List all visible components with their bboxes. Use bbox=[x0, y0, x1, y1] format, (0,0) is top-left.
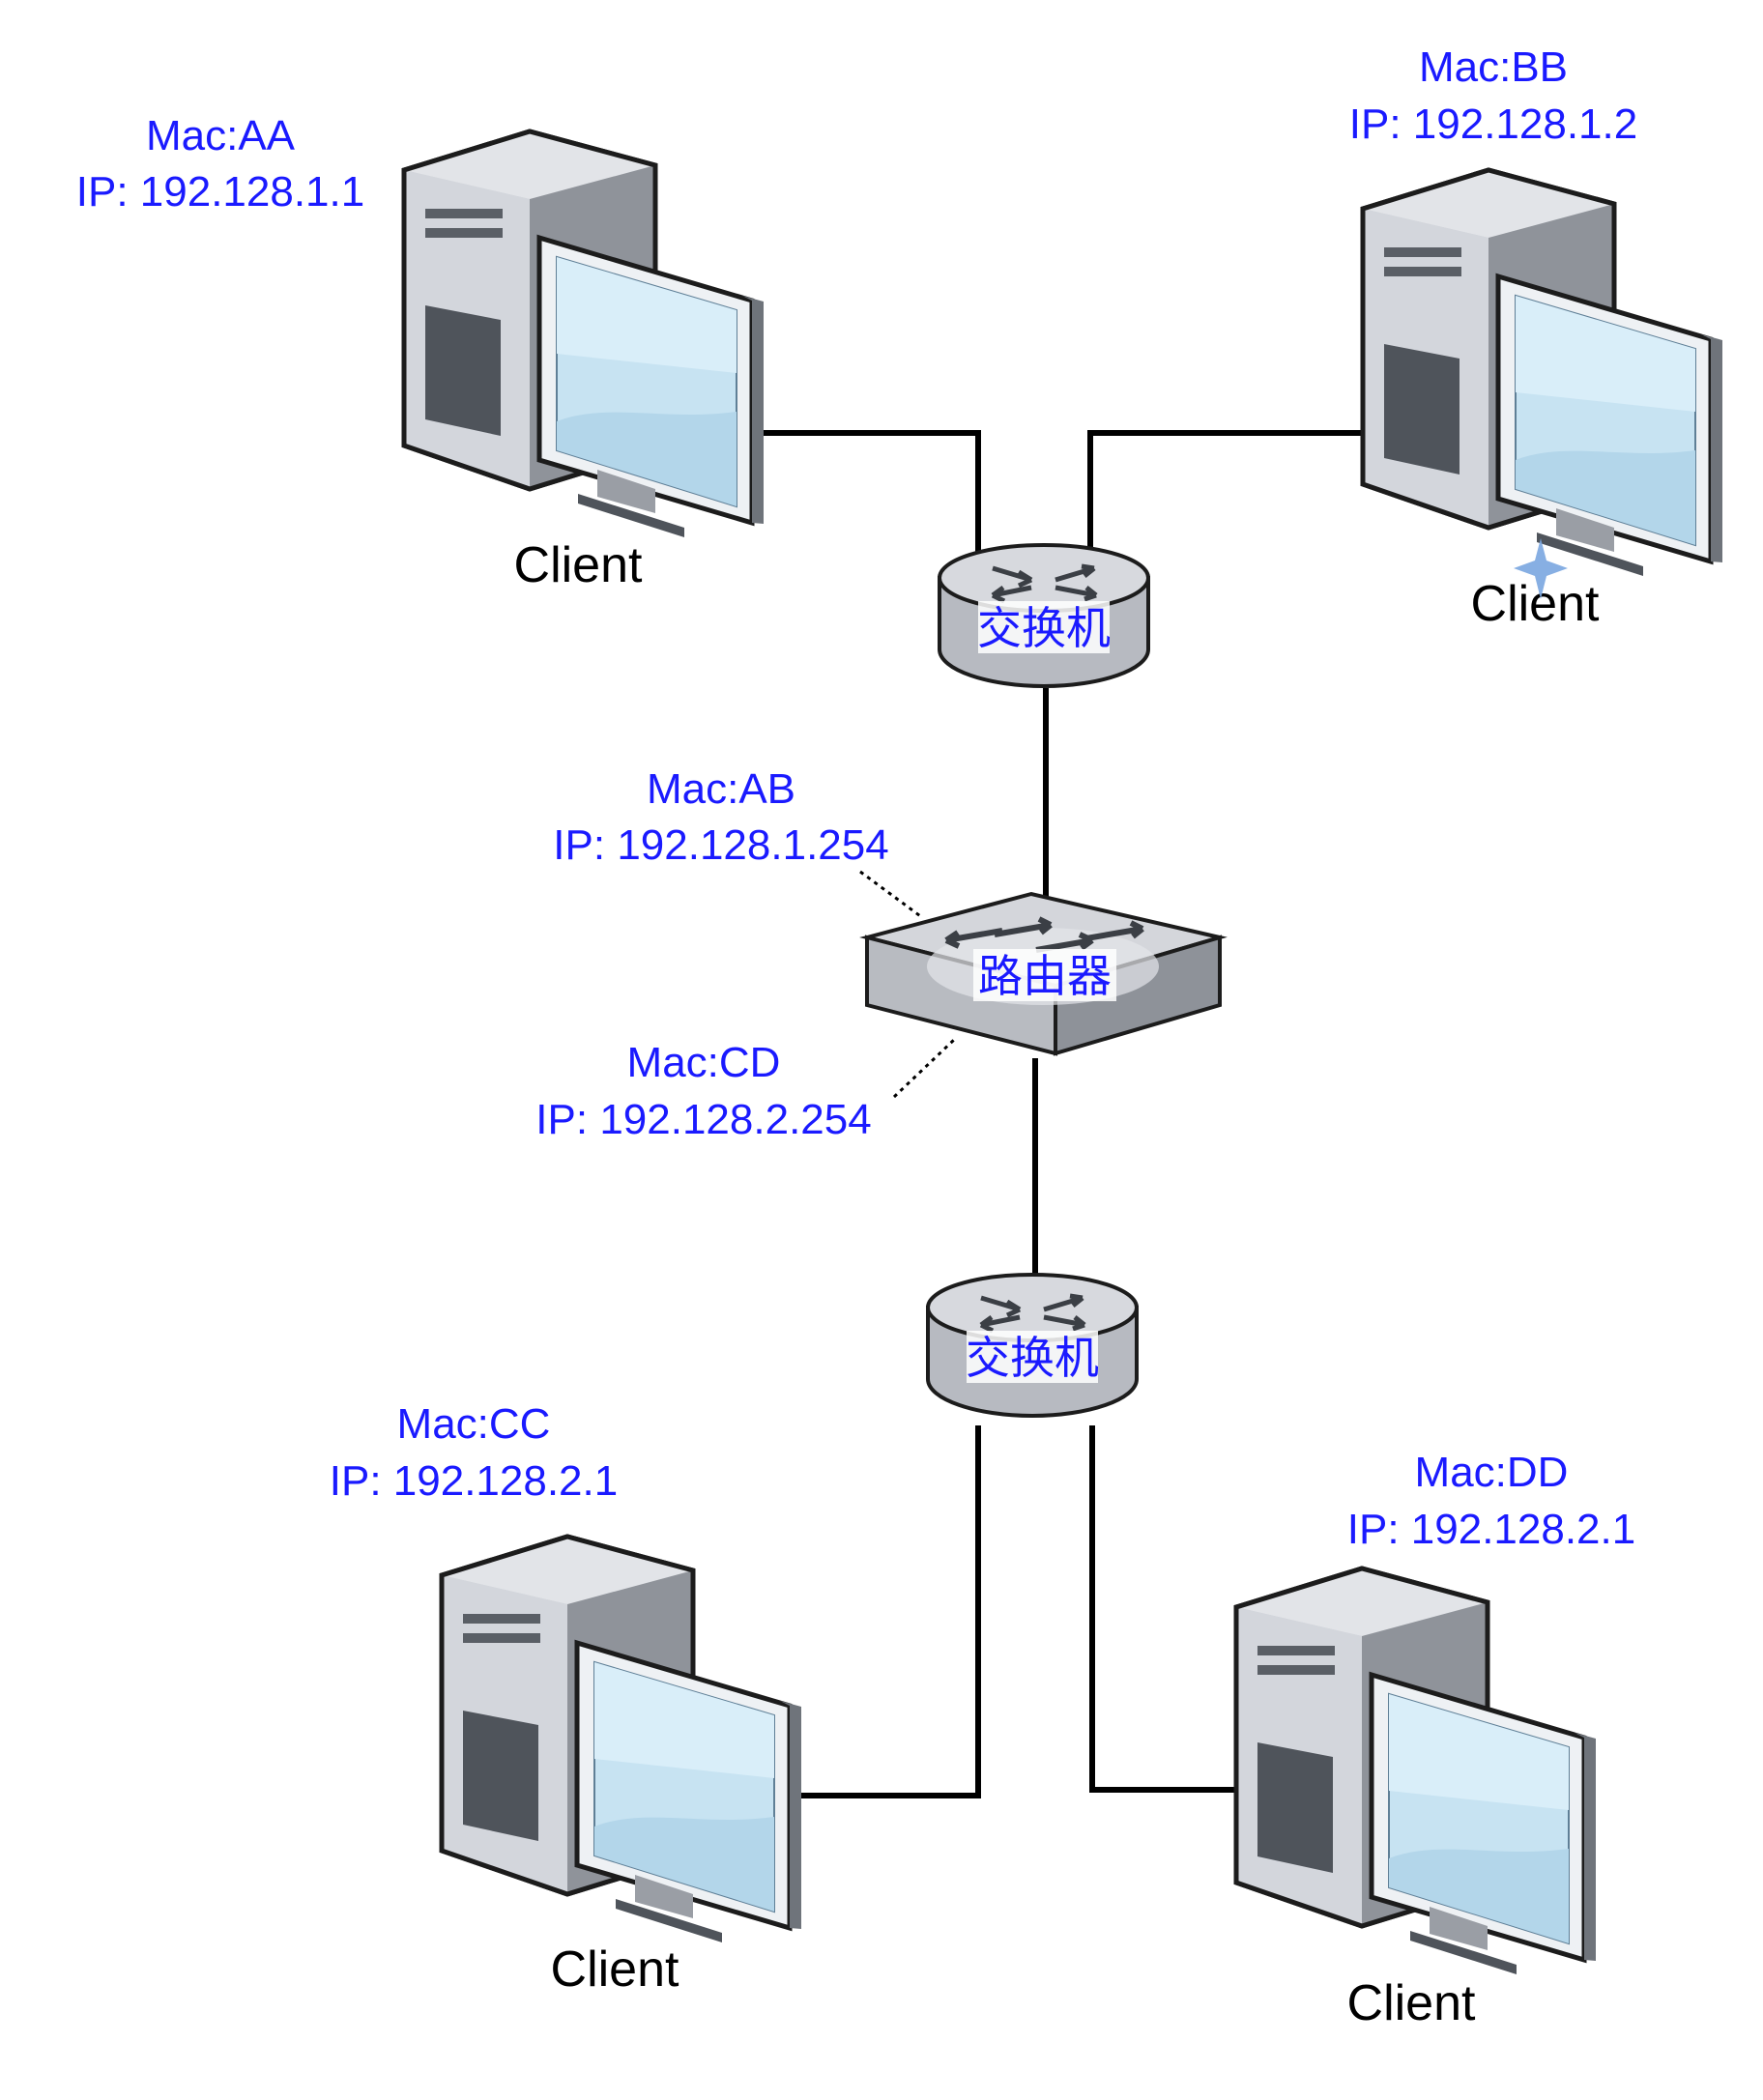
switch-top-label: 交换机 bbox=[977, 603, 1111, 653]
switch-bottom[interactable]: 交换机 bbox=[928, 1275, 1137, 1416]
client-aa-mac: Mac:AA bbox=[146, 112, 296, 159]
client-bb-label: Client bbox=[1471, 576, 1600, 632]
leader-bottom-iface bbox=[892, 1037, 957, 1099]
client-dd[interactable] bbox=[1236, 1568, 1596, 1974]
wire-cc-switch bbox=[781, 1425, 981, 1798]
switch-bottom-label: 交换机 bbox=[966, 1333, 1099, 1383]
arrow-icon bbox=[944, 928, 1003, 949]
switch-top[interactable]: 交换机 bbox=[939, 545, 1148, 686]
client-cc[interactable] bbox=[442, 1537, 801, 1942]
client-bb-mac: Mac:BB bbox=[1419, 43, 1568, 91]
client-dd-ip: IP: 192.128.2.1 bbox=[1347, 1506, 1635, 1553]
computer-icon bbox=[1363, 170, 1722, 576]
client-aa-ip: IP: 192.128.1.1 bbox=[76, 168, 364, 216]
computer-icon bbox=[442, 1537, 801, 1942]
router-top-mac: Mac:AB bbox=[647, 765, 795, 813]
client-cc-mac: Mac:CC bbox=[397, 1400, 551, 1448]
router-bottom-ip: IP: 192.128.2.254 bbox=[535, 1096, 871, 1143]
client-dd-mac: Mac:DD bbox=[1415, 1449, 1569, 1496]
wire-bb-switch bbox=[1087, 430, 1361, 559]
arrow-icon bbox=[1085, 920, 1144, 941]
router[interactable]: 路由器 bbox=[859, 891, 1228, 1056]
client-cc-label: Client bbox=[551, 1942, 679, 1998]
wires bbox=[677, 430, 1361, 1798]
client-bb-ip: IP: 192.128.1.2 bbox=[1349, 101, 1637, 148]
arrow-icon bbox=[994, 916, 1053, 937]
leader-top-iface bbox=[859, 870, 924, 920]
wire-aa-switch bbox=[677, 430, 981, 559]
client-aa-label: Client bbox=[514, 537, 643, 593]
router-label: 路由器 bbox=[978, 951, 1112, 1001]
client-cc-ip: IP: 192.128.2.1 bbox=[330, 1457, 618, 1505]
client-dd-label: Client bbox=[1347, 1975, 1476, 2031]
router-bottom-mac: Mac:CD bbox=[627, 1039, 781, 1086]
router-top-ip: IP: 192.128.1.254 bbox=[553, 821, 888, 869]
client-aa[interactable] bbox=[404, 131, 764, 537]
client-bb[interactable] bbox=[1363, 170, 1722, 576]
cursor-star-icon bbox=[1514, 538, 1568, 599]
computer-icon bbox=[404, 131, 764, 537]
computer-icon bbox=[1236, 1568, 1596, 1974]
wire-dd-switch bbox=[1089, 1425, 1242, 1793]
